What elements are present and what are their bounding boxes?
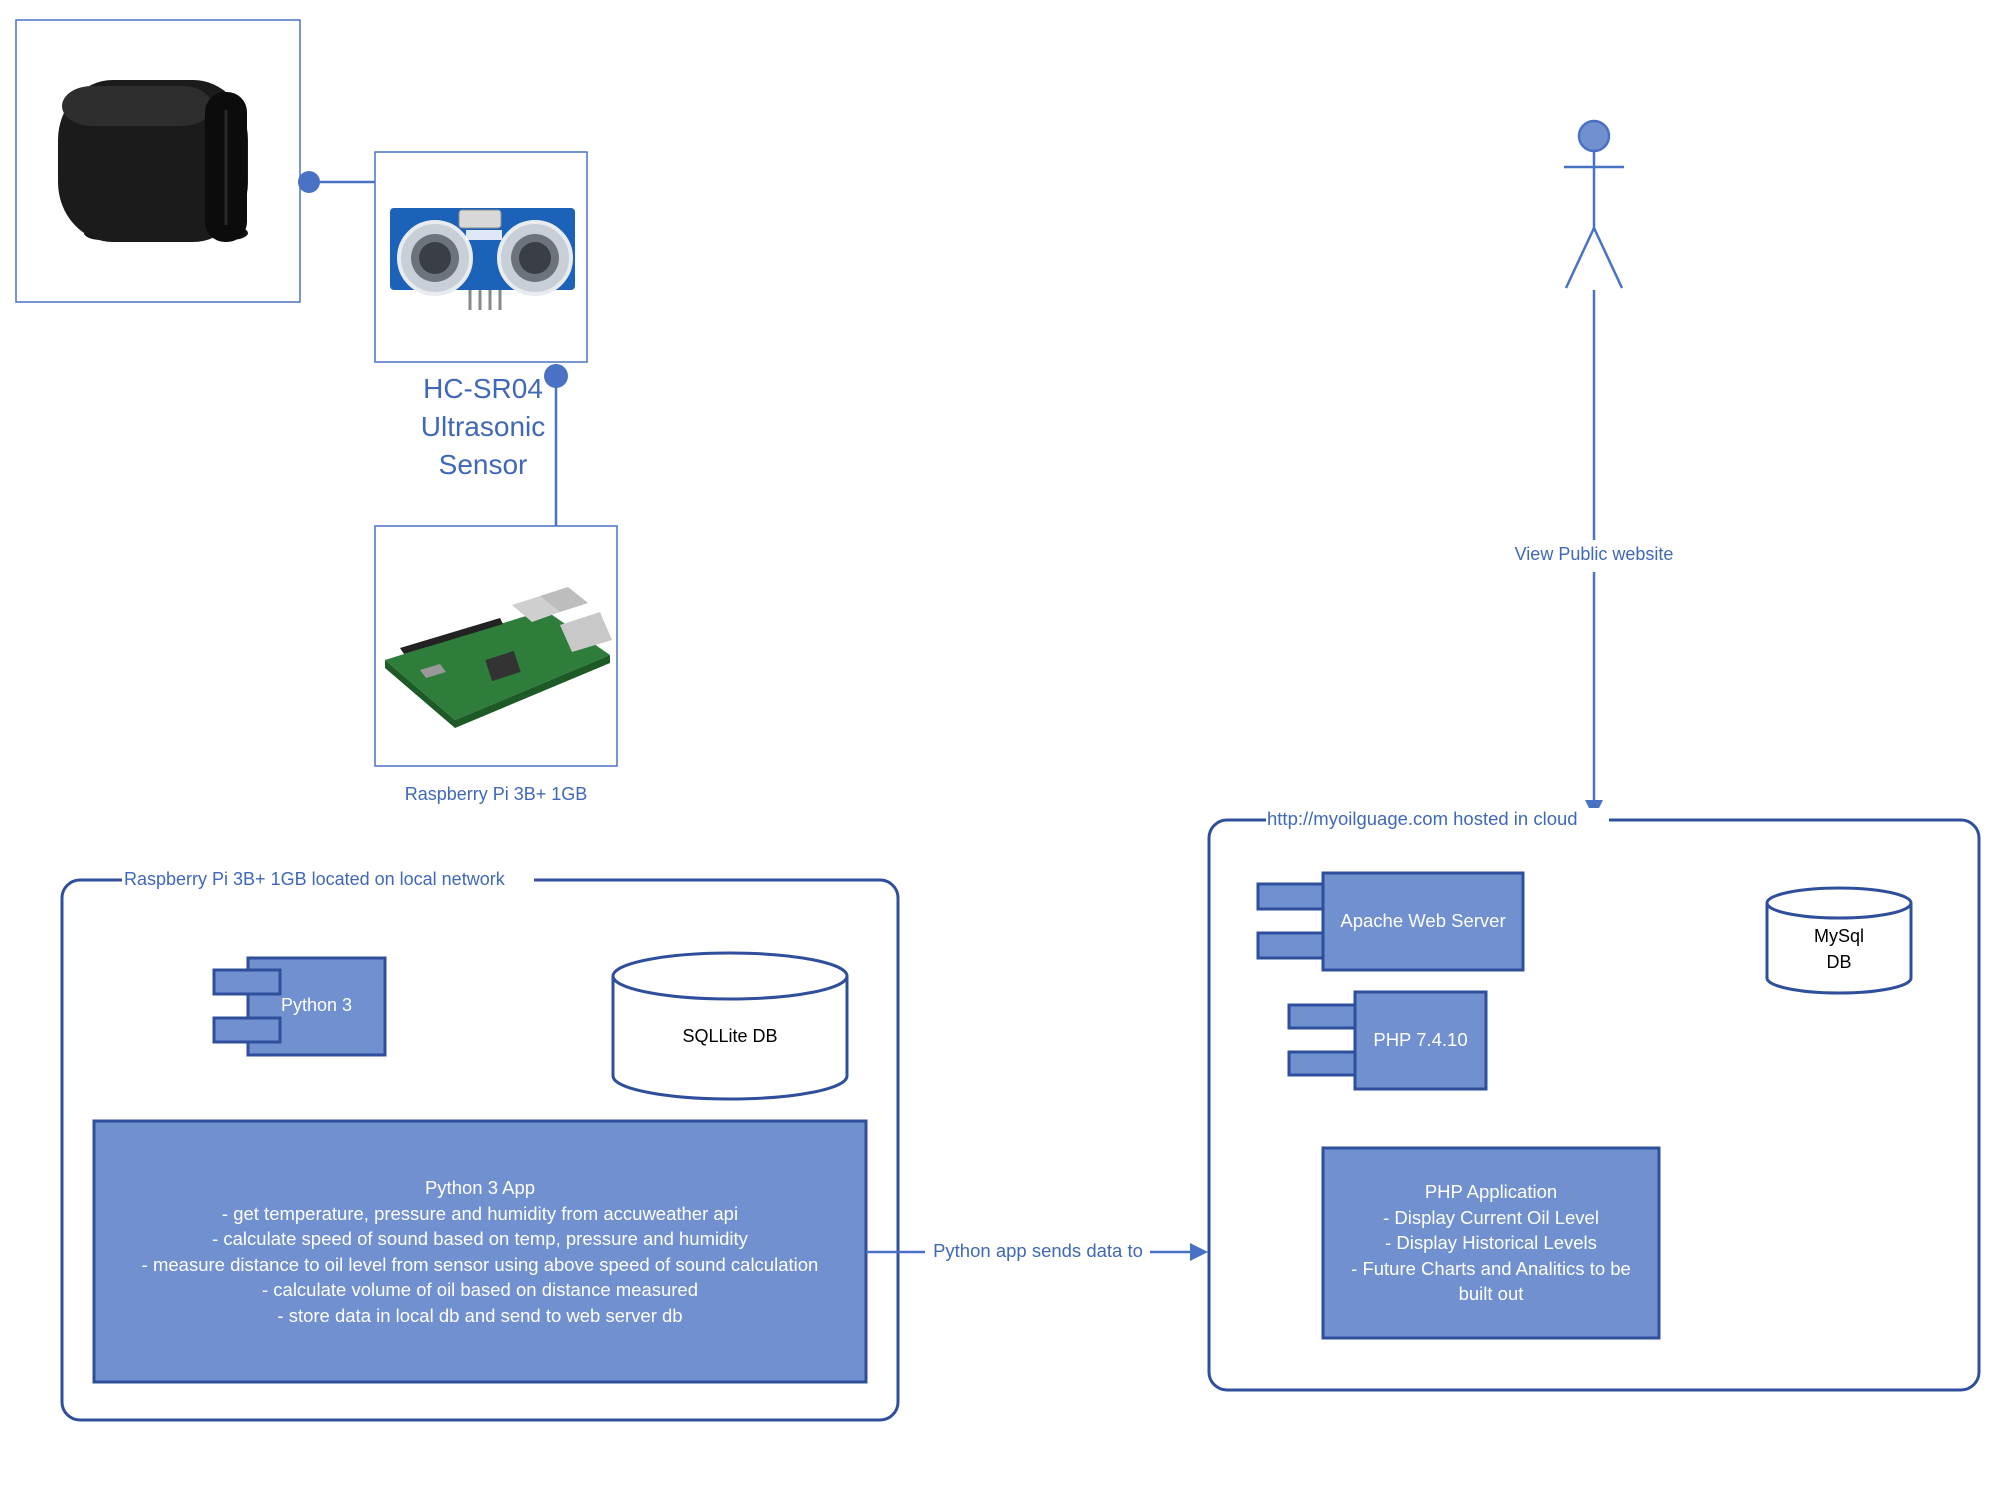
actor-link-label: View Public website bbox=[1494, 544, 1694, 565]
python-app-text: Python 3 App - get temperature, pressure… bbox=[94, 1175, 866, 1328]
oil-tank-icon bbox=[58, 80, 248, 242]
php-app-text: PHP Application - Display Current Oil Le… bbox=[1323, 1179, 1659, 1307]
sensor-label-line: Ultrasonic bbox=[420, 411, 546, 442]
sqllite-db-label: SQLLite DB bbox=[682, 1026, 778, 1046]
cloud-node-title-mask bbox=[1266, 808, 1609, 832]
apache-component bbox=[1256, 871, 1525, 972]
local-node-title: Raspberry Pi 3B+ 1GB located on local ne… bbox=[124, 869, 505, 889]
mysql-db-label-line: DB bbox=[1826, 952, 1852, 972]
php-app-box bbox=[1321, 1146, 1661, 1340]
arrowhead bbox=[1190, 1243, 1208, 1261]
sensor-label-line: Sensor bbox=[438, 449, 528, 480]
mysql-db-label-line: MySql bbox=[1813, 926, 1864, 946]
python-app-line: - calculate volume of oil based on dista… bbox=[261, 1279, 699, 1300]
php-component-label: PHP 7.4.10 bbox=[1373, 1029, 1468, 1050]
cloud-node-title: http://myoilguage.com hosted in cloud bbox=[1267, 808, 1578, 829]
php-app-line: - Display Historical Levels bbox=[1385, 1232, 1597, 1253]
oil-tank-image bbox=[15, 19, 301, 303]
python-app-box bbox=[92, 1119, 868, 1384]
python3-component bbox=[212, 956, 387, 1057]
raspberry-pi-image bbox=[374, 525, 618, 767]
python-app-line: - calculate speed of sound based on temp… bbox=[212, 1228, 748, 1249]
mysql-db-label: MySql DB bbox=[1767, 923, 1911, 975]
apache-component-label: Apache Web Server bbox=[1340, 910, 1506, 931]
php-app-line: - Display Current Oil Level bbox=[1383, 1206, 1599, 1228]
python-app-line: - store data in local db and send to web… bbox=[277, 1304, 683, 1326]
sensor-image bbox=[374, 151, 588, 363]
connector-dot bbox=[298, 171, 320, 193]
python-app-line: - measure distance to oil level from sen… bbox=[141, 1253, 819, 1275]
python-app-line: - get temperature, pressure and humidity… bbox=[221, 1202, 739, 1224]
sqllite-db-cylinder bbox=[611, 951, 849, 1101]
ultrasonic-sensor-board-icon bbox=[390, 208, 575, 310]
raspberry-pi-board-icon bbox=[385, 587, 612, 728]
sensor-label-line: HC-SR04 bbox=[423, 373, 543, 404]
user-actor-icon bbox=[1564, 119, 1624, 289]
sensor-label: HC-SR04 Ultrasonic Sensor bbox=[378, 370, 588, 484]
connector-dot bbox=[544, 364, 568, 388]
php-app-line: built out bbox=[1458, 1283, 1524, 1304]
local-node-title-mask bbox=[122, 868, 534, 892]
php-app-line: - Future Charts and Analitics to be bbox=[1351, 1257, 1631, 1279]
python3-component-label: Python 3 bbox=[280, 995, 353, 1015]
php-app-line: PHP Application bbox=[1424, 1181, 1558, 1202]
php-component bbox=[1287, 990, 1488, 1091]
python-app-title: Python 3 App bbox=[424, 1177, 536, 1198]
connection-label: Python app sends data to bbox=[933, 1240, 1143, 1261]
pi-label: Raspberry Pi 3B+ 1GB bbox=[404, 784, 588, 804]
mysql-db-cylinder bbox=[1765, 886, 1913, 995]
